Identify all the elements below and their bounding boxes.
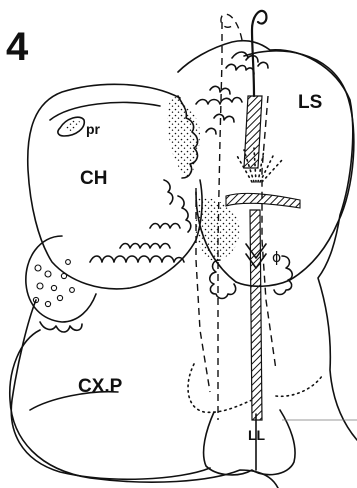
label-ls: LS (298, 92, 322, 113)
label-phi: ϕ (272, 250, 281, 266)
cxp-dotted-contour (188, 364, 252, 412)
bulb-circles (33, 260, 74, 307)
ch-scalloped-base (90, 256, 184, 262)
hatched-band-lower (250, 210, 262, 420)
label-pr: pr (86, 121, 101, 137)
frontal-stipple (167, 96, 200, 180)
midline-dashed-right (262, 96, 276, 370)
olfactory-bulb-outline (26, 236, 96, 322)
upper-fringe (196, 64, 254, 104)
label-ch: CH (80, 168, 107, 189)
cxp-dotted-contour-right (276, 376, 322, 396)
top-curl-dashed (221, 14, 242, 40)
central-stipple (195, 198, 240, 261)
bulb-lower-fringe (40, 322, 82, 332)
hatched-cross-band (226, 193, 300, 208)
label-ll: LL (248, 427, 266, 443)
figure-number: 4 (6, 25, 29, 69)
hatched-band-upper (244, 96, 262, 168)
ch-scalloped-base-2 (120, 224, 180, 249)
label-cxp: CX.P (78, 376, 123, 397)
ch-hemisphere-inner-arc (50, 102, 160, 120)
